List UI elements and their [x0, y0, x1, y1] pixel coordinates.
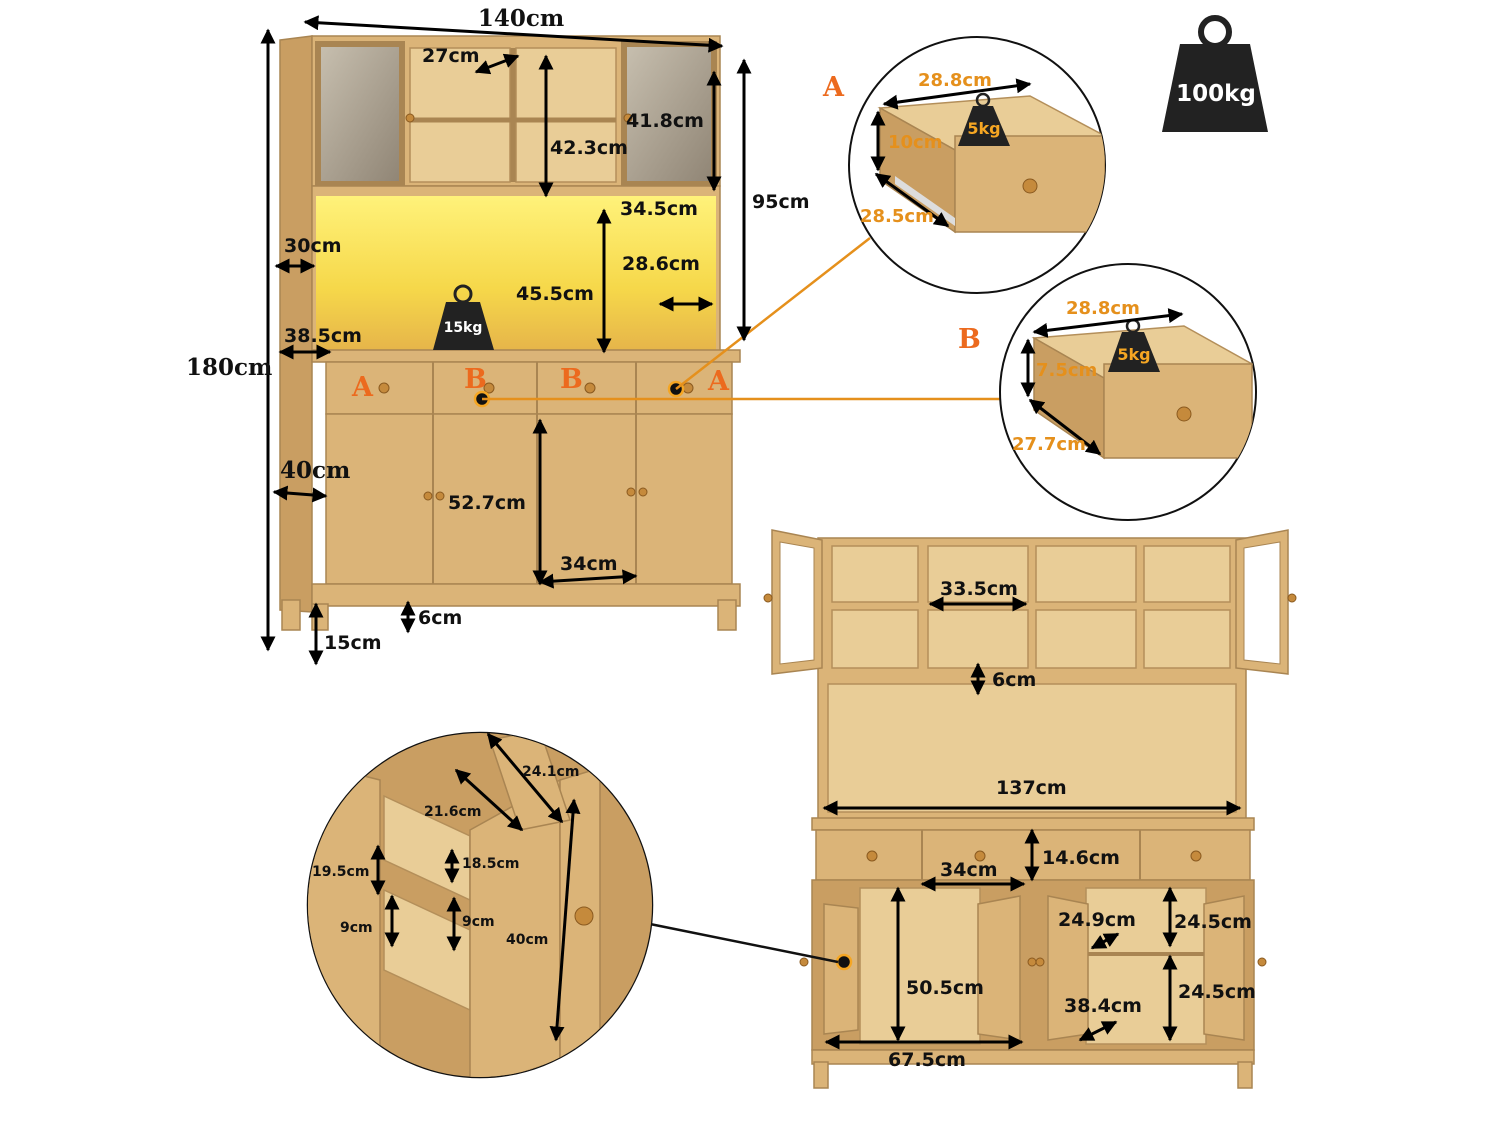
main-cabinet-dimension-labels: 140cm 180cm 95cm 27cm 42.3cm 41.8cm 34.5… — [186, 5, 810, 654]
shelf-weight-icon: 15kg — [433, 284, 494, 350]
drawer-b-callout: B 5kg 28.8cm 7.5cm 27.7cm — [958, 263, 1257, 521]
door-width-label: 34cm — [560, 553, 618, 575]
drawer-marker-2: B — [464, 364, 487, 395]
detail-rack-gap-inner-label: 9cm — [462, 914, 495, 930]
door-detail-callout-dot — [835, 953, 853, 971]
leg-left-back — [281, 599, 301, 631]
cabinet-side-panel — [279, 35, 313, 613]
cubby-width-label: 27cm — [422, 45, 480, 67]
side-depth-top-label: 30cm — [284, 235, 342, 257]
glass-door-height-label: 41.8cm — [626, 110, 704, 132]
door-detail-callout: 24.1cm 21.6cm 19.5cm 18.5cm 9cm 9cm 40cm — [306, 731, 654, 1079]
detail-rack-height-outer-label: 19.5cm — [312, 864, 369, 880]
drawer-b-load-label: 5kg — [1117, 345, 1150, 364]
door-detail-leader — [649, 922, 839, 964]
detail-rack-height-inner-label: 18.5cm — [462, 856, 519, 872]
front-drawer-width-label: 34cm — [940, 859, 998, 881]
led-light-section — [316, 196, 716, 350]
front-inner-width-label: 137cm — [996, 777, 1067, 799]
front-cabinet-width-label: 67.5cm — [888, 1049, 966, 1071]
callout-line-a — [675, 237, 871, 390]
total-load-weight-icon: 100kg — [1162, 15, 1268, 132]
detail-door-height-label: 40cm — [506, 932, 548, 948]
front-view-illustration — [763, 529, 1297, 1089]
front-view-dimension-lines — [822, 596, 1242, 1050]
drawer-b-height-label: 7.5cm — [1036, 360, 1097, 381]
cubby-height-label: 42.3cm — [550, 137, 628, 159]
drawer-a-width-label: 28.8cm — [918, 70, 992, 91]
cubby-right — [515, 47, 617, 183]
shelf-depth-label: 28.6cm — [622, 253, 700, 275]
front-right-lower-height-label: 24.5cm — [1178, 981, 1256, 1003]
drawer-b-depth-label: 27.7cm — [1012, 434, 1086, 455]
drawer-letter-markers: A B B A — [351, 364, 730, 408]
front-shelf-gap-label: 6cm — [992, 669, 1036, 691]
front-cubby-width-label: 33.5cm — [940, 578, 1018, 600]
door-height-label: 52.7cm — [448, 492, 526, 514]
front-open-shelf — [827, 683, 1237, 813]
base-rail — [311, 583, 741, 607]
front-open-door-4 — [1203, 895, 1245, 1041]
drawer-a-depth-label: 28.5cm — [860, 206, 934, 227]
front-right-upper-height-label: 24.5cm — [1174, 911, 1252, 933]
detail-door-depth-label: 24.1cm — [522, 764, 579, 780]
main-cabinet-dimension-lines — [260, 15, 752, 666]
detail-rack-depth-label: 21.6cm — [424, 804, 481, 820]
front-right-width-label: 38.4cm — [1064, 995, 1142, 1017]
kick-height-label: 6cm — [418, 607, 462, 629]
front-cabinet-height-label: 50.5cm — [906, 977, 984, 999]
drawer-a-height-label: 10cm — [888, 132, 942, 153]
leg-right — [717, 599, 737, 631]
upper-height-label: 95cm — [752, 191, 810, 213]
base-depth-label: 40cm — [280, 457, 350, 484]
drawer-b-width-label: 28.8cm — [1066, 298, 1140, 319]
lower-doors — [325, 413, 733, 585]
cubby-left — [409, 47, 511, 183]
drawer-marker-4: A — [707, 366, 730, 397]
drawer-a-letter: A — [822, 72, 845, 103]
glass-door-left — [315, 41, 405, 187]
total-load-label: 100kg — [1176, 81, 1256, 107]
leg-height-label: 15cm — [324, 632, 382, 654]
light-section-height-label: 45.5cm — [516, 283, 594, 305]
drawer-marker-1: A — [351, 372, 374, 403]
drawer-b-letter: B — [958, 324, 981, 355]
drawer-a-callout: A 5kg 28.8cm 10cm 28.5cm — [822, 36, 1106, 294]
drawer-marker-3: B — [560, 364, 583, 395]
glass-door-width-label: 34.5cm — [620, 198, 698, 220]
shelf-load-label: 15kg — [444, 320, 483, 336]
side-depth-mid-label: 38.5cm — [284, 325, 362, 347]
drawer-a-load-label: 5kg — [967, 119, 1000, 138]
leg-left-front — [311, 603, 329, 631]
front-right-depth-label: 24.9cm — [1058, 909, 1136, 931]
countertop — [311, 349, 741, 363]
detail-rack-gap-outer-label: 9cm — [340, 920, 373, 936]
height-label: 180cm — [186, 354, 272, 381]
main-cabinet-illustration — [279, 35, 741, 631]
front-drawer-height-label: 14.6cm — [1042, 847, 1120, 869]
front-open-door-2 — [977, 895, 1021, 1041]
front-view-dimension-labels: 33.5cm 6cm 137cm 14.6cm 34cm 50.5cm 67.5… — [888, 578, 1256, 1071]
width-label: 140cm — [478, 5, 564, 32]
